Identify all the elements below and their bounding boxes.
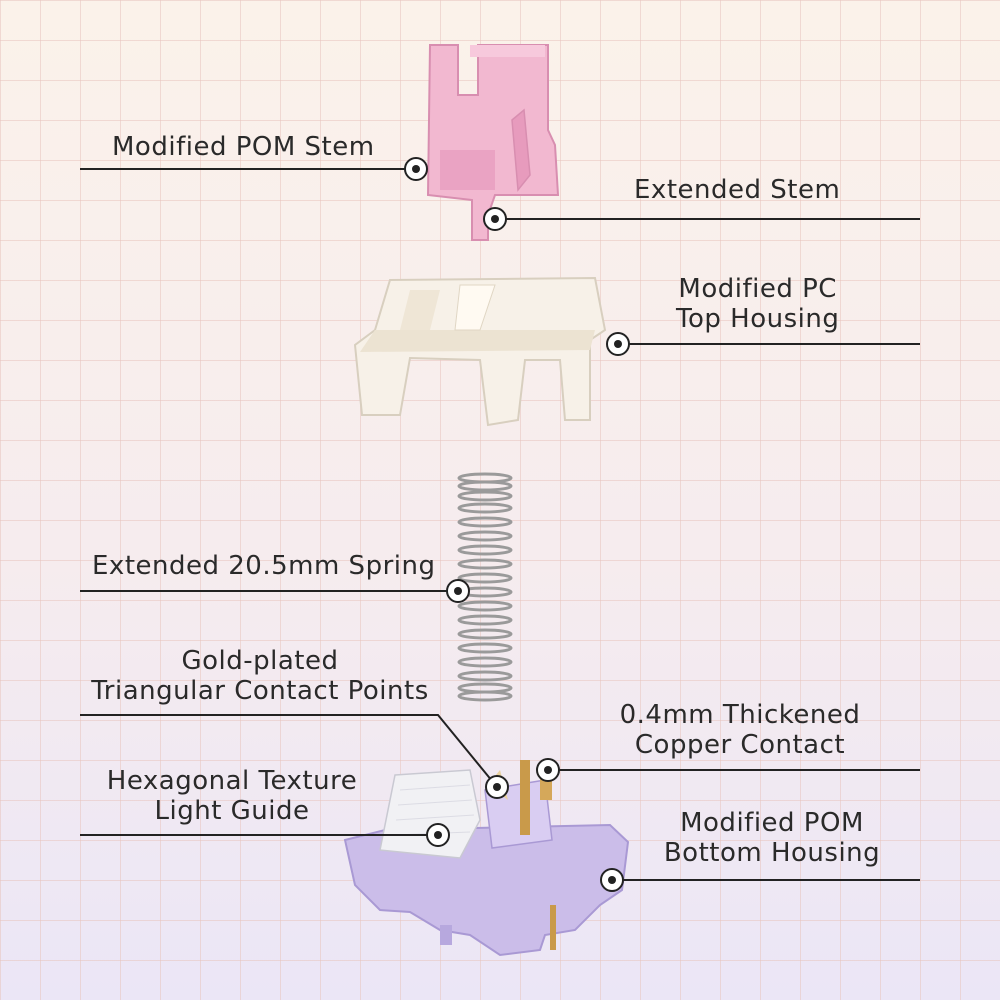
label-spring-text: Extended 20.5mm Spring [92, 551, 436, 581]
label-light-guide-line2: Light Guide [154, 796, 310, 826]
label-pom-stem: Modified POM Stem [112, 132, 375, 162]
callout-markers [404, 157, 630, 892]
leader-lines [80, 168, 920, 881]
marker-extended-stem [483, 207, 507, 231]
label-copper-contact-line2: Copper Contact [634, 730, 846, 760]
label-gold-contacts: Gold-plated Triangular Contact Points [80, 646, 440, 706]
label-extended-stem: Extended Stem [634, 175, 840, 205]
marker-light-guide [426, 823, 450, 847]
label-extended-stem-text: Extended Stem [634, 175, 841, 205]
label-bottom-housing: Modified POM Bottom Housing [652, 808, 892, 868]
marker-pom-stem [404, 157, 428, 181]
label-gold-contacts-line2: Triangular Contact Points [91, 676, 429, 706]
label-bottom-housing-line2: Bottom Housing [663, 838, 881, 868]
label-bottom-housing-line1: Modified POM [680, 808, 864, 838]
label-top-housing-line2: Top Housing [676, 304, 840, 334]
label-spring: Extended 20.5mm Spring [92, 551, 435, 581]
label-copper-contact: 0.4mm Thickened Copper Contact [610, 700, 870, 760]
label-light-guide-line1: Hexagonal Texture [106, 766, 358, 796]
label-top-housing-line1: Modified PC [678, 274, 837, 304]
marker-gold-contacts [485, 775, 509, 799]
marker-copper-contact [536, 758, 560, 782]
label-pom-stem-text: Modified POM Stem [112, 132, 375, 162]
label-copper-contact-line1: 0.4mm Thickened [619, 700, 861, 730]
label-light-guide: Hexagonal Texture Light Guide [92, 766, 372, 826]
marker-top-housing [606, 332, 630, 356]
stem-part [426, 44, 560, 241]
label-gold-contacts-line1: Gold-plated [181, 646, 339, 676]
top-housing-part [353, 276, 607, 427]
marker-spring [446, 579, 470, 603]
spring-part [457, 472, 513, 702]
marker-bottom-housing [600, 868, 624, 892]
label-top-housing: Modified PC Top Housing [676, 274, 839, 334]
